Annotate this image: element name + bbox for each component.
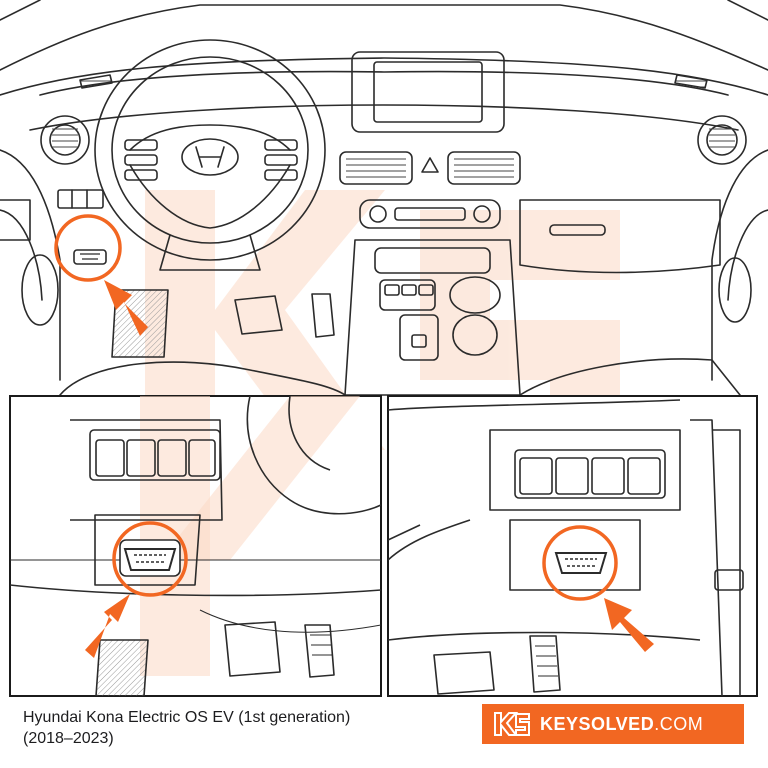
dashboard-overview-illustration [0,0,768,396]
orange-arrow-overview [104,280,148,336]
obd-port-highlight-overview [54,214,122,282]
brand-name-suffix: .COM [654,713,704,734]
brand-name: KEYSOLVED.COM [540,714,703,735]
detail-panel-right [387,395,758,697]
orange-arrow-right [604,598,654,652]
ks-monogram-icon [494,712,530,736]
orange-arrow-left [85,594,130,658]
vehicle-caption: Hyundai Kona Electric OS EV (1st generat… [23,707,463,749]
detail-right-illustration [388,399,744,696]
caption-line-2: (2018–2023) [23,730,114,747]
obd-connector-left [112,521,188,597]
obd-connector-right [542,525,618,601]
caption-line-1: Hyundai Kona Electric OS EV (1st generat… [23,709,351,726]
brand-name-bold: KEYSOLVED [540,713,655,734]
brand-banner: KEYSOLVED.COM [482,704,744,744]
